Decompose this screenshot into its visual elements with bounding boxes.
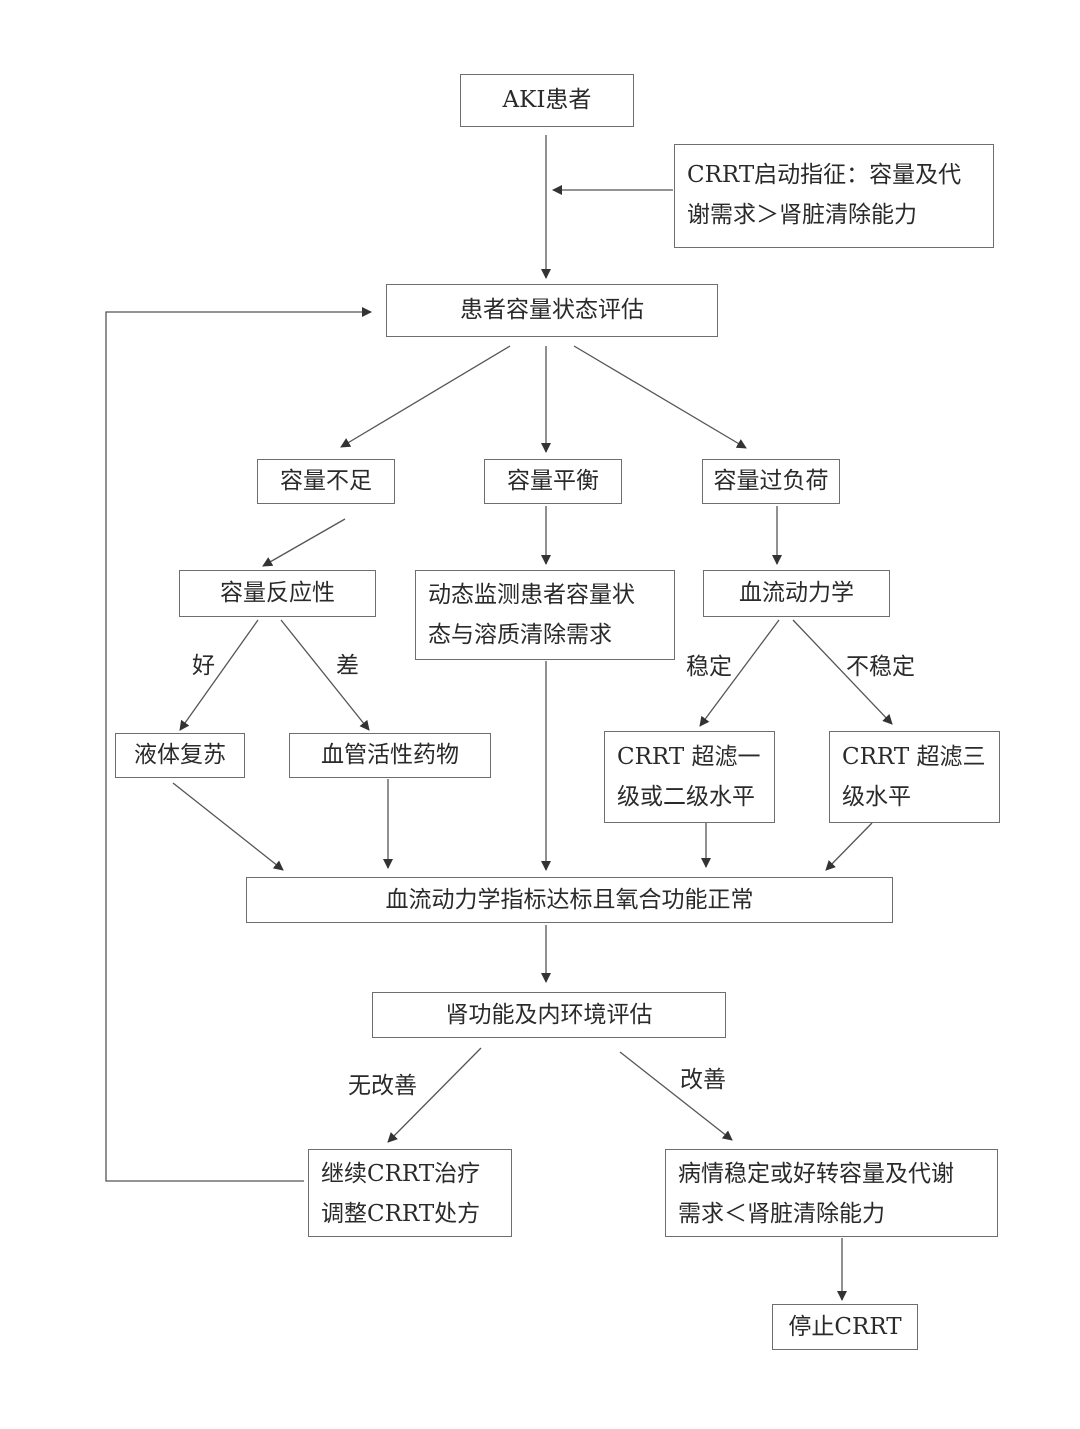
node-volume-overload: 容量过负荷 [702, 459, 840, 504]
node-volume-assessment: 患者容量状态评估 [386, 284, 718, 337]
arrow-responsiveness-to-vasoactive [280, 619, 370, 731]
node-volume-assessment-text: 患者容量状态评估 [460, 297, 644, 323]
node-volume-insufficient-text: 容量不足 [280, 468, 372, 494]
node-crrt-indication: CRRT启动指征：容量及代 谢需求＞肾脏清除能力 [674, 144, 994, 248]
node-volume-insufficient: 容量不足 [257, 459, 395, 504]
node-fluid-resuscitation: 液体复苏 [115, 733, 245, 778]
edge-label-good: 好 [192, 653, 215, 679]
node-condition-stable: 病情稳定或好转容量及代谢 需求＜肾脏清除能力 [665, 1149, 998, 1237]
arrow-renal-to-stable [619, 1051, 733, 1141]
node-hemodynamic-targets: 血流动力学指标达标且氧合功能正常 [246, 877, 893, 923]
node-vasoactive-drugs-text: 血管活性药物 [321, 742, 459, 768]
node-hemodynamics-text: 血流动力学 [739, 580, 854, 606]
arrow-level3-to-targets [825, 822, 873, 871]
edge-label-no-improvement: 无改善 [348, 1073, 417, 1099]
edge-label-poor: 差 [336, 653, 359, 679]
node-aki-patient-text: AKI患者 [502, 87, 592, 113]
node-condition-stable-text: 病情稳定或好转容量及代谢 需求＜肾脏清除能力 [678, 1161, 954, 1227]
arrow-hemodynamics-to-level12 [699, 619, 780, 727]
node-vasoactive-drugs: 血管活性药物 [289, 733, 491, 778]
arrow-responsiveness-to-fluid [179, 619, 259, 731]
arrow-fluid-to-targets [172, 782, 284, 871]
edge-label-unstable: 不稳定 [846, 654, 915, 680]
node-crrt-level-3-text: CRRT 超滤三 级水平 [842, 744, 986, 810]
node-volume-overload-text: 容量过负荷 [713, 468, 829, 494]
node-volume-responsiveness: 容量反应性 [179, 570, 376, 617]
arrow-assessment-to-overload [573, 345, 747, 449]
edge-label-improvement: 改善 [680, 1067, 726, 1093]
arrow-hemodynamics-to-level3 [792, 619, 893, 725]
node-renal-function-assessment: 肾功能及内环境评估 [372, 992, 726, 1038]
node-hemodynamics: 血流动力学 [703, 570, 890, 617]
arrow-renal-to-continue [387, 1047, 482, 1143]
node-aki-patient: AKI患者 [460, 74, 634, 127]
node-volume-responsiveness-text: 容量反应性 [220, 580, 335, 606]
arrow-assessment-to-insufficient [340, 345, 511, 448]
node-renal-function-assessment-text: 肾功能及内环境评估 [445, 1001, 653, 1028]
feedback-loop-continue-to-assessment [105, 307, 372, 1182]
node-dynamic-monitoring-text: 动态监测患者容量状 态与溶质清除需求 [428, 582, 635, 648]
node-dynamic-monitoring: 动态监测患者容量状 态与溶质清除需求 [415, 570, 675, 660]
edge-label-stable: 稳定 [686, 654, 732, 680]
node-stop-crrt-text: 停止CRRT [788, 1313, 902, 1340]
node-fluid-resuscitation-text: 液体复苏 [134, 742, 226, 768]
node-hemodynamic-targets-text: 血流动力学指标达标且氧合功能正常 [385, 886, 754, 913]
arrow-insufficient-to-responsiveness [262, 518, 346, 567]
node-continue-crrt-text: 继续CRRT治疗 调整CRRT处方 [321, 1161, 481, 1227]
node-volume-balanced: 容量平衡 [484, 459, 622, 504]
node-stop-crrt: 停止CRRT [772, 1304, 918, 1350]
node-crrt-level-1-2-text: CRRT 超滤一 级或二级水平 [617, 744, 761, 810]
node-crrt-level-3: CRRT 超滤三 级水平 [829, 731, 1000, 823]
node-volume-balanced-text: 容量平衡 [507, 468, 599, 494]
node-crrt-level-1-2: CRRT 超滤一 级或二级水平 [604, 731, 775, 823]
node-continue-crrt: 继续CRRT治疗 调整CRRT处方 [308, 1149, 512, 1237]
node-crrt-indication-text: CRRT启动指征：容量及代 谢需求＞肾脏清除能力 [687, 162, 962, 228]
